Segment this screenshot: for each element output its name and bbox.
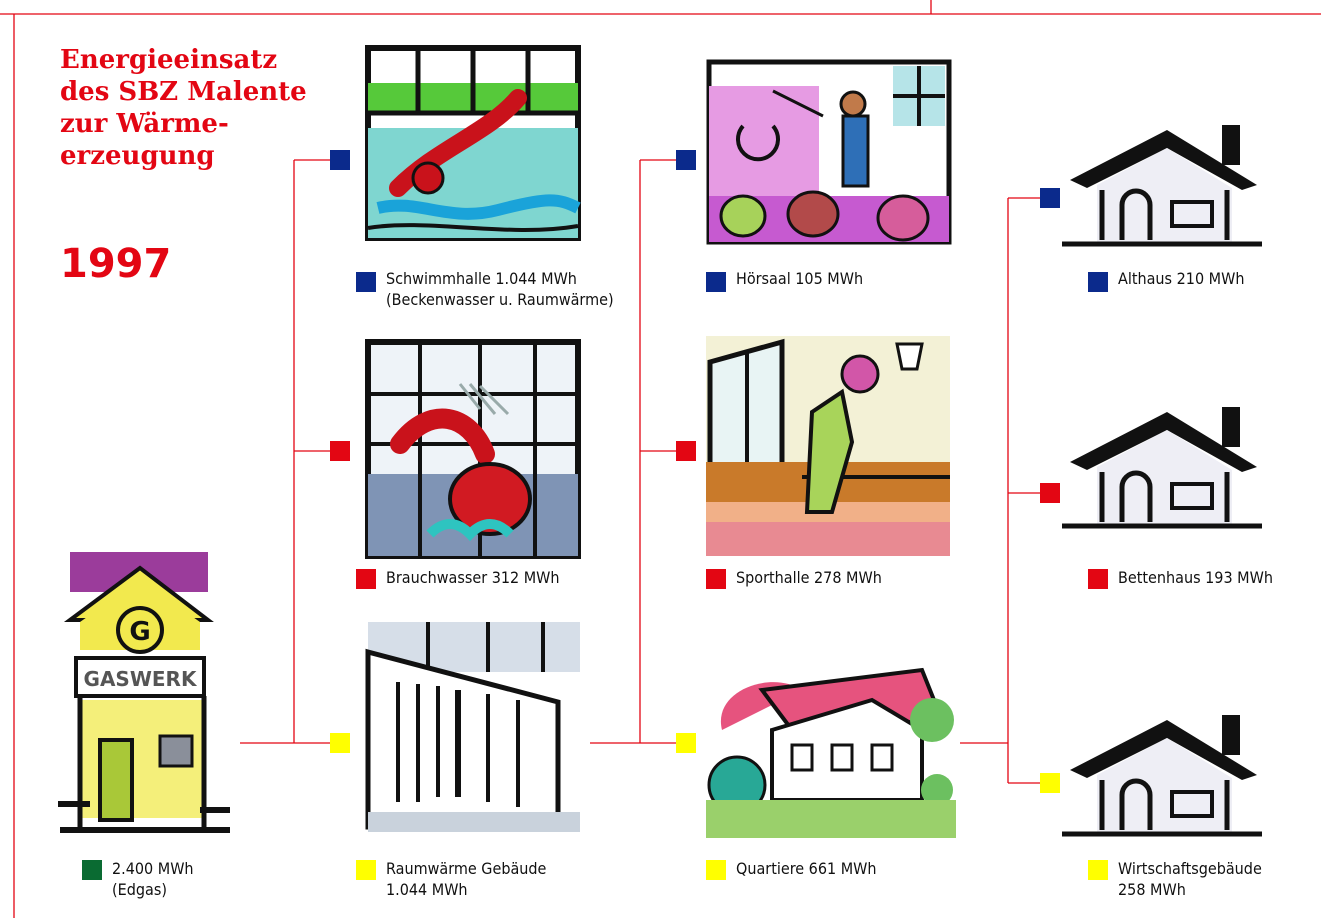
legend-swatch-gaswerk: [82, 860, 102, 880]
gaswerk-illustration: G GASWERK: [40, 540, 240, 850]
label-brauchwasser: Brauchwasser 312 MWh: [386, 567, 560, 588]
junction-marker-hoersaal: [676, 150, 696, 170]
junction-marker-bettenhaus: [1040, 483, 1060, 503]
legend-swatch-quartiere: [706, 860, 726, 880]
junction-marker-schwimmhalle: [330, 150, 350, 170]
legend-swatch-sporthalle: [706, 569, 726, 589]
label-schwimmhalle: Schwimmhalle 1.044 MWh (Beckenwasser u. …: [386, 268, 614, 310]
label-sporthalle: Sporthalle 278 MWh: [736, 567, 882, 588]
althaus-illustration: [1062, 120, 1262, 255]
label-wirtschaftsgebaeude: Wirtschaftsgebäude 258 MWh: [1118, 858, 1262, 900]
legend-swatch-wirtschaftsgebaeude: [1088, 860, 1108, 880]
year-label: 1997: [60, 242, 171, 286]
junction-marker-raumwaerme: [330, 733, 350, 753]
legend-swatch-brauchwasser: [356, 569, 376, 589]
junction-marker-brauchwasser: [330, 441, 350, 461]
legend-swatch-bettenhaus: [1088, 569, 1108, 589]
gaswerk-sign-text: GASWERK: [84, 667, 198, 691]
label-hoersaal: Hörsaal 105 MWh: [736, 268, 863, 289]
junction-marker-sporthalle: [676, 441, 696, 461]
wirtschaftsgebaeude-illustration: [1062, 710, 1262, 845]
legend-swatch-schwimmhalle: [356, 272, 376, 292]
brauchwasser-illustration: [360, 334, 585, 564]
gaswerk-sign-letter: G: [129, 617, 150, 647]
label-quartiere: Quartiere 661 MWh: [736, 858, 877, 879]
bettenhaus-illustration: [1062, 402, 1262, 537]
schwimmhalle-illustration: [358, 38, 588, 248]
legend-swatch-raumwaerme: [356, 860, 376, 880]
legend-swatch-althaus: [1088, 272, 1108, 292]
label-gaswerk: 2.400 MWh (Edgas): [112, 858, 194, 900]
junction-marker-wirtschaftsgebaeude: [1040, 773, 1060, 793]
legend-swatch-hoersaal: [706, 272, 726, 292]
label-bettenhaus: Bettenhaus 193 MWh: [1118, 567, 1273, 588]
diagram-title: Energieeinsatz des SBZ Malente zur Wärme…: [60, 44, 307, 172]
quartiere-illustration: [702, 650, 960, 842]
junction-marker-althaus: [1040, 188, 1060, 208]
hoersaal-illustration: [703, 56, 955, 248]
sporthalle-illustration: [702, 332, 954, 560]
label-raumwaerme: Raumwärme Gebäude 1.044 MWh: [386, 858, 546, 900]
raumwaerme-illustration: [358, 612, 590, 842]
label-althaus: Althaus 210 MWh: [1118, 268, 1244, 289]
junction-marker-quartiere: [676, 733, 696, 753]
